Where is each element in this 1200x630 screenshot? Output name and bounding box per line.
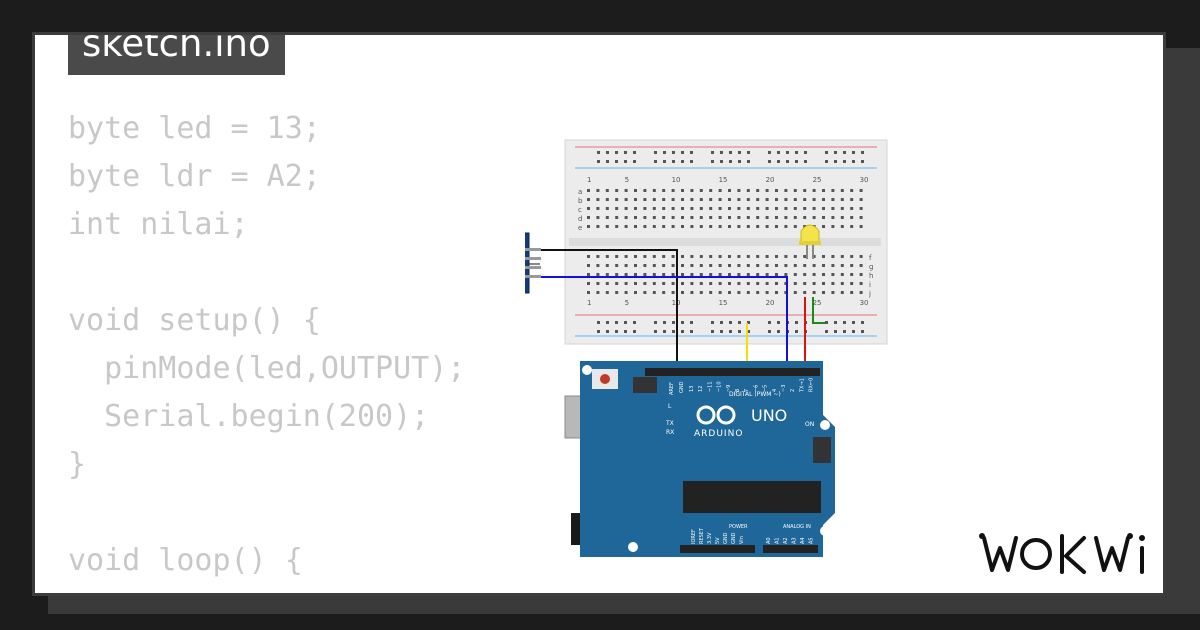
pin-label: 13 [689,386,695,392]
breadboard-column-number: 30 [860,299,869,307]
code-line: int nilai; [68,207,249,242]
code-line [68,489,538,537]
svg-text:ARDUINO: ARDUINO [694,429,743,439]
svg-text:i: i [869,281,871,289]
svg-text:POWER: POWER [729,524,748,530]
svg-text:j: j [868,290,871,298]
pin-label: 12 [698,386,704,392]
code-line: Serial.begin(200); [68,399,430,434]
code-line: byte ldr = A2; [68,159,321,194]
pin-label: ~11 [707,381,713,392]
pin-label: TX→1 [799,378,805,393]
svg-text:RX: RX [666,429,674,436]
pin-label: A4 [800,537,806,544]
svg-text:ON: ON [805,421,814,428]
breadboard-column-number: 15 [719,299,728,307]
code-line [68,249,538,297]
breadboard-column-number: 1 [587,176,591,184]
pin-label: A3 [792,537,798,544]
pin-label: IOREF [691,529,697,544]
breadboard-column-number: 5 [625,299,629,307]
pin-label: ~6 [753,385,759,392]
svg-text:f: f [869,254,872,262]
pin-label: A0 [766,537,772,544]
svg-text:a: a [578,188,582,196]
wokwi-logo [978,528,1150,578]
pin-label: ~9 [726,385,732,392]
svg-text:g: g [869,263,873,271]
code-line: nilai = analogRead(ldr); [68,585,538,593]
svg-text:UNO: UNO [751,406,787,425]
pin-label: GND [723,532,729,544]
code-line: byte led = 13; [68,111,321,146]
breadboard-column-number: 20 [766,299,775,307]
breadboard-column-number: 20 [766,176,775,184]
pin-label: AREF [669,382,675,395]
pin-label: ~5 [763,385,769,392]
breadboard-column-number: 25 [813,299,822,307]
svg-text:c: c [578,206,582,214]
svg-text:h: h [869,272,873,280]
code-preview: byte led = 13; byte ldr = A2; int nilai; v… [68,105,538,593]
pin-label: 3.3V [707,532,713,544]
svg-text:b: b [578,197,583,205]
svg-text:DIGITAL (PWM ~): DIGITAL (PWM ~) [729,391,781,398]
svg-text:L: L [668,403,672,410]
code-line: void loop() { [68,543,303,578]
ldr-sensor-module[interactable]: + PWR LED DO LED VCC GND DO AO [525,232,541,294]
led-component[interactable] [799,224,821,259]
svg-text:e: e [578,224,582,232]
pin-label: RESET [699,527,705,544]
pin-label: RX←0 [809,378,815,392]
pin-label: 8 [735,389,741,392]
project-card[interactable]: byte led = 13; byte ldr = A2; int nilai; v… [32,32,1166,596]
pin-label: ~3 [781,385,787,392]
pin-label: GND [731,532,737,544]
pin-label: 5V [715,537,721,544]
breadboard-column-number: 25 [813,176,822,184]
pin-label: Vin [739,536,745,544]
pin-label: GND [679,381,685,393]
breadboard-column-number: 10 [672,176,681,184]
breadboard-column-number: 30 [860,176,869,184]
pin-label: 7 [744,389,750,392]
code-line: void setup() { [68,303,321,338]
code-line: } [68,447,87,482]
code-line: pinMode(led,OUTPUT); [68,351,466,386]
pin-label: ~10 [717,381,723,392]
breadboard-column-number: 5 [625,176,629,184]
svg-text:TX: TX [665,420,674,427]
pin-label: A5 [809,537,815,544]
pin-label: A2 [783,537,789,544]
arduino-uno-board[interactable]: DIGITAL (PWM ~) UNO ARDUINO POWER ANALOG… [564,361,835,557]
svg-text:d: d [578,215,582,223]
pin-label: 2 [790,389,796,392]
filename-tab: sketch.ino [68,35,285,75]
pin-label: A1 [775,537,781,544]
svg-text:ANALOG IN: ANALOG IN [783,524,811,530]
breadboard-column-number: 1 [587,299,591,307]
pin-label: 4 [772,389,778,392]
breadboard-column-number: 15 [719,176,728,184]
